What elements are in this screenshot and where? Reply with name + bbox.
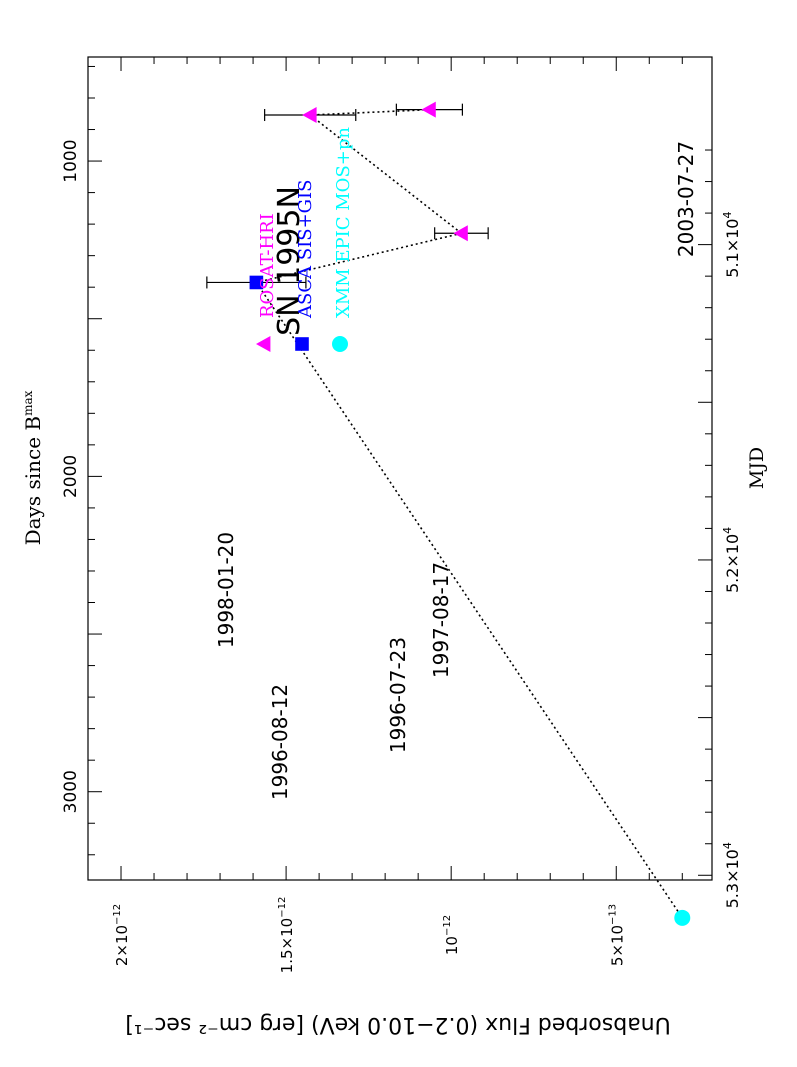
connector-line [256,232,462,284]
days-tick-label: 1000 [61,139,81,182]
days-axis-label: Days since Bmax [21,390,45,545]
legend-marker-circle [332,336,348,352]
legend-marker-triangle [256,336,271,352]
flux-tick-label: 2×10−12 [112,904,131,966]
days-tick-label: 3000 [61,770,81,813]
date-label: 1996-07-23 [386,637,410,753]
mjd-axis-label: MJD [746,447,768,489]
connector-line [310,108,430,116]
date-label: 2003-07-27 [674,141,698,257]
flux-tick-label: 1.5×10−12 [277,897,296,974]
legend-marker-square [295,337,309,351]
axis-tick-labels: 1000 2000 3000 5.1×104 5.2×104 5.3×104 5×10−13… [61,139,742,973]
legend-label: ROSAT-HRI [257,213,278,318]
plot-border [87,56,713,881]
data-marker-triangle [453,225,468,242]
plot-frame [87,56,713,881]
mjd-tick-label: 5.1×104 [721,212,742,278]
connecting-lines [255,108,683,919]
data-marker-square [249,275,264,290]
data-markers [249,101,691,926]
legend-label: ASCA SIS+GIS [295,180,316,320]
legend-label: XMM EPIC MOS+pn [333,127,354,318]
flux-tick-label: 5×10−13 [607,904,626,966]
date-labels: 1996-08-12 1996-07-23 1997-08-17 1998-01-20… [214,141,698,800]
connector-line [255,282,683,919]
legend-title: SN 1995N [272,186,307,336]
days-tick-label: 2000 [61,455,81,498]
axis-labels: Days since Bmax MJD Unabsorbed Flux (0.2−1… [21,390,768,1037]
flux-axis-label: Unabsorbed Flux (0.2−10.0 keV) [erg cm⁻²… [125,1012,671,1037]
date-label: 1998-01-20 [214,532,238,648]
mjd-tick-label: 5.2×104 [721,527,742,593]
axis-ticks [88,57,712,880]
data-marker-circle [674,909,691,926]
data-marker-triangle [302,107,317,124]
date-label: 1997-08-17 [429,562,453,678]
connector-line [309,114,462,234]
mjd-tick-label: 5.3×104 [721,842,742,908]
data-marker-triangle [421,101,436,118]
date-label: 1996-08-12 [268,684,292,800]
flux-tick-label: 10−12 [442,915,461,955]
